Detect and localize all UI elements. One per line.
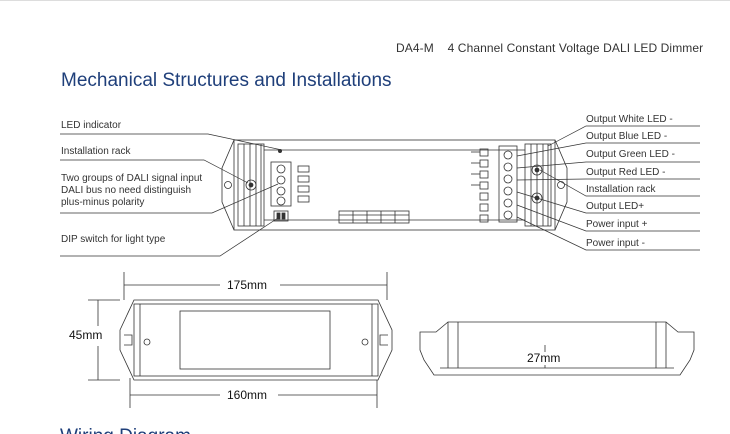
device-top-view — [221, 139, 568, 231]
label-dali-line-3: plus-minus polarity — [61, 197, 145, 208]
document-header: DA4-M 4 Channel Constant Voltage DALI LE… — [396, 41, 703, 55]
next-section-title: Wiring Diagram — [60, 426, 191, 434]
label-installation-rack-left: Installation rack — [61, 146, 131, 157]
section-title: Mechanical Structures and Installations — [61, 70, 392, 91]
label-installation-rack-right: Installation rack — [586, 184, 656, 195]
label-output-blue: Output Blue LED - — [586, 131, 668, 142]
label-output-led-plus: Output LED+ — [586, 201, 645, 212]
label-dali-line-2: DALI bus no need distinguish — [61, 185, 192, 196]
label-output-green: Output Green LED - — [586, 149, 675, 160]
label-led-indicator: LED indicator — [61, 120, 122, 131]
dimension-length-total: 175mm — [227, 278, 268, 292]
label-output-white: Output White LED - — [586, 114, 673, 125]
dimension-height: 27mm — [527, 351, 561, 365]
label-dip-switch: DIP switch for light type — [61, 234, 166, 245]
label-power-minus: Power input - — [586, 238, 645, 249]
label-output-red: Output Red LED - — [586, 167, 666, 178]
left-callouts — [60, 133, 283, 257]
top-border — [0, 0, 730, 1]
dimension-length-inner: 160mm — [227, 388, 268, 402]
right-callouts — [516, 125, 700, 251]
label-dali-line-1: Two groups of DALI signal input — [61, 173, 203, 184]
label-power-plus: Power input + — [586, 219, 648, 230]
device-side-view — [88, 272, 393, 408]
device-end-view — [419, 321, 695, 376]
model-description: 4 Channel Constant Voltage DALI LED Dimm… — [447, 41, 704, 55]
model-name: DA4-M — [396, 41, 434, 55]
dimension-width: 45mm — [69, 328, 103, 342]
